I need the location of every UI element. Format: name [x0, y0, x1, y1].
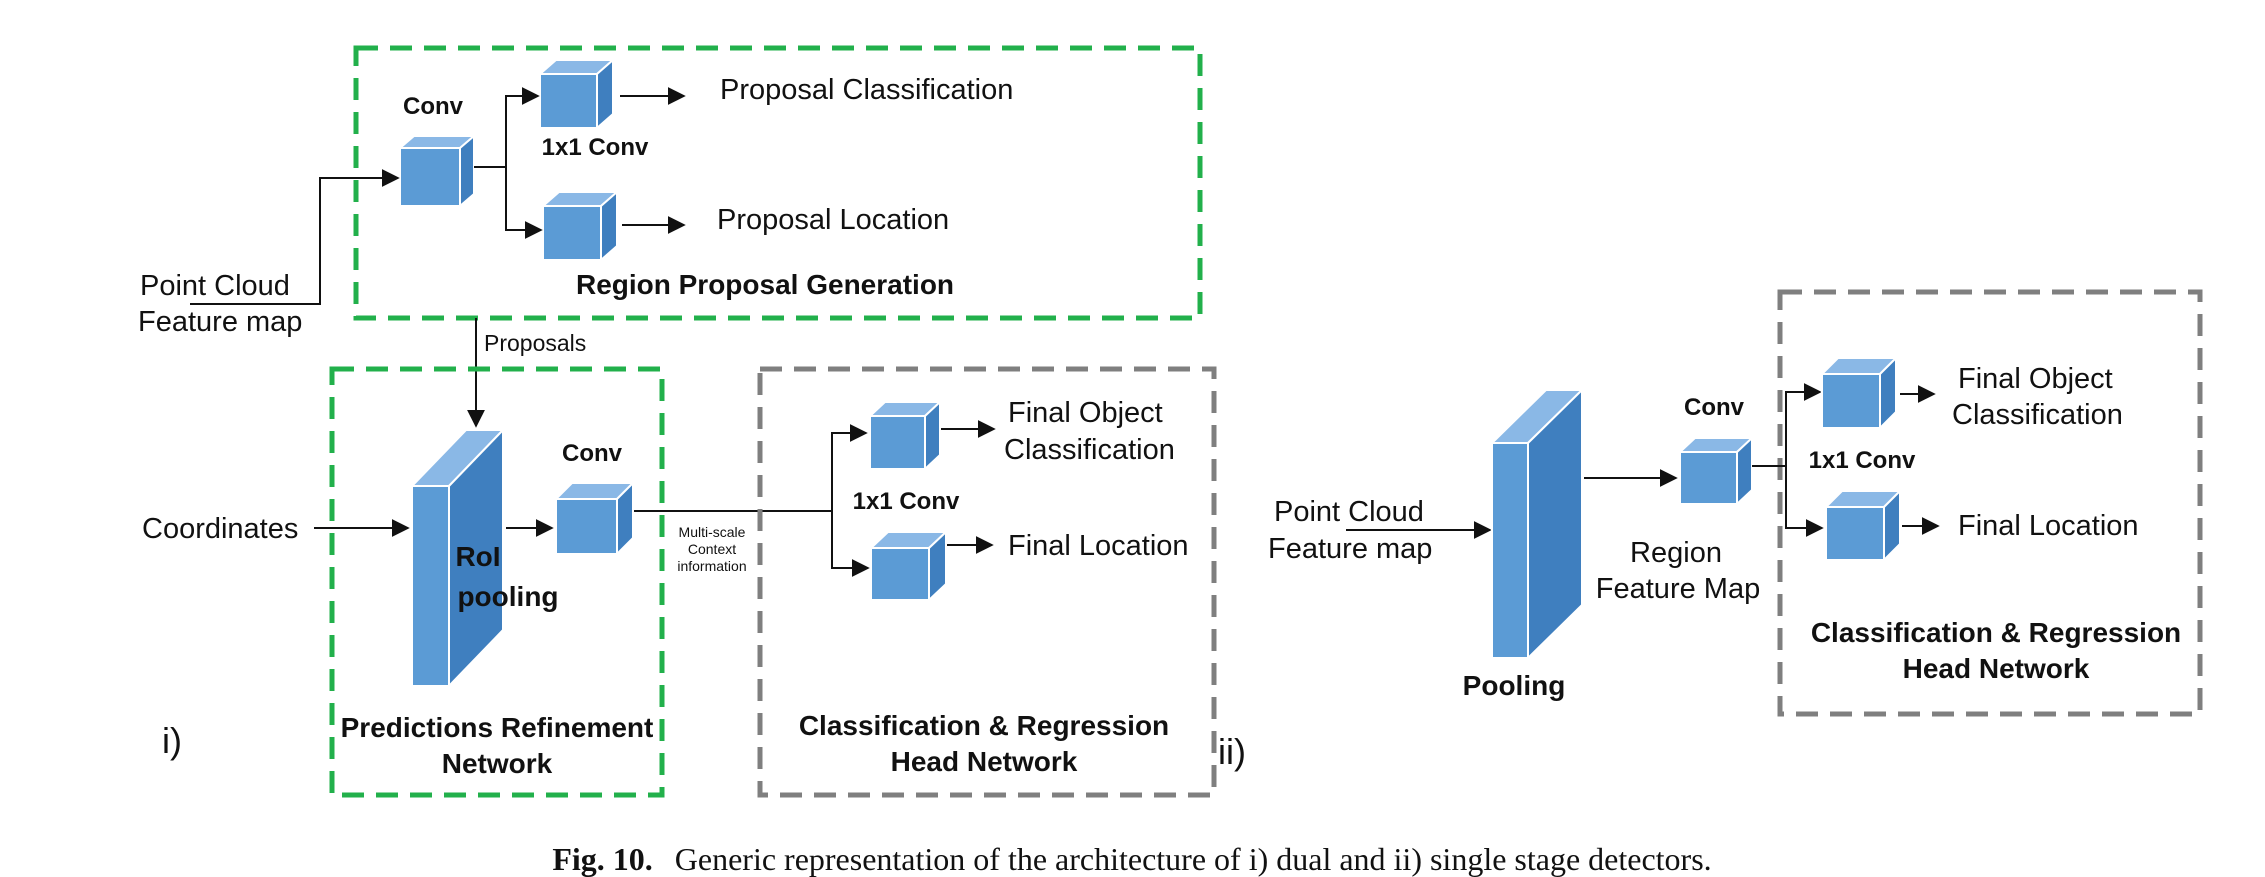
panel-ii-final-classification-line1: Final Object [1958, 363, 2113, 395]
region-feature-map-line1: Region [1630, 537, 1722, 569]
rpg-1x1-conv-cube-bottom [540, 189, 620, 263]
panel-i-head-1x1-label: 1x1 Conv [853, 488, 960, 515]
prn-title-line2: Network [442, 748, 553, 779]
panel-ii-final-classification-line2: Classification [1952, 399, 2123, 431]
panel-ii-head-cube-top [1819, 355, 1899, 431]
panel-ii-conv-cube [1677, 435, 1755, 507]
panel-i-final-classification-line1: Final Object [1008, 397, 1163, 429]
context-label-line2: Context [688, 541, 736, 557]
panel-i-input-label-line1: Point Cloud [140, 270, 290, 302]
panel-ii-head-title-line1: Classification & Regression [1811, 617, 2181, 648]
panel-ii-head-cube-bottom [1823, 488, 1903, 563]
proposals-label: Proposals [484, 330, 586, 356]
rpg-conv-label: Conv [403, 93, 464, 120]
input-to-conv-connector [190, 169, 400, 305]
panel-ii-head-title-line2: Head Network [1903, 653, 2090, 684]
region-proposal-generation-box [353, 45, 1203, 321]
panel-ii-marker: ii) [1218, 731, 1246, 772]
proposal-classification-label: Proposal Classification [720, 74, 1013, 106]
rpg-branch-connector [474, 87, 686, 239]
region-feature-map-line2: Feature Map [1596, 573, 1760, 605]
rpg-1x1-conv-cube-top [537, 57, 616, 131]
figure-caption: Fig. 10. Generic representation of the a… [552, 841, 1711, 877]
pooling-slab [1489, 387, 1585, 661]
panel-ii-head-1x1-label: 1x1 Conv [1809, 447, 1916, 474]
panel-ii-head-branch-connector [1752, 383, 1940, 537]
panel-i-head-branch-connector [831, 420, 996, 577]
figure-caption-label: Fig. 10. [552, 841, 652, 877]
panel-i-marker: i) [162, 720, 182, 761]
panel-i-input-label-line2: Feature map [138, 306, 302, 338]
coordinates-label: Coordinates [142, 513, 298, 545]
panel-i-head-title-line1: Classification & Regression [799, 710, 1169, 741]
roi-pooling-slab [409, 427, 506, 689]
prn-conv-label: Conv [562, 440, 623, 467]
pooling-label: Pooling [1463, 670, 1566, 701]
panel-ii-head-network-box [1777, 289, 2203, 717]
panel-i-final-location-label: Final Location [1008, 530, 1189, 562]
panel-ii-input-label-line1: Point Cloud [1274, 496, 1424, 528]
panel-i-head-cube-bottom [868, 529, 949, 603]
predictions-refinement-network-box [329, 366, 665, 798]
context-label-line3: information [677, 558, 746, 574]
panel-i-head-network-box [757, 366, 1217, 798]
rpg-conv-cube [397, 133, 477, 209]
prn-title-line1: Predictions Refinement [341, 712, 654, 743]
context-label-line1: Multi-scale [679, 524, 746, 540]
roi-pooling-label-line1: RoI [455, 541, 500, 572]
prn-conv-cube [553, 480, 636, 557]
panel-i-head-cube-top [867, 399, 943, 472]
figure-caption-text: Generic representation of the architectu… [675, 841, 1712, 877]
panel-ii-final-location-label: Final Location [1958, 510, 2139, 542]
panel-i-head-title-line2: Head Network [891, 746, 1078, 777]
panel-ii-input-label-line2: Feature map [1268, 533, 1432, 565]
region-proposal-generation-title: Region Proposal Generation [576, 269, 954, 300]
panel-ii-conv-label: Conv [1684, 394, 1745, 421]
rpg-1x1-conv-label: 1x1 Conv [542, 134, 649, 161]
panel-i-final-classification-line2: Classification [1004, 434, 1175, 466]
proposal-location-label: Proposal Location [717, 204, 949, 236]
roi-pooling-label-line2: pooling [457, 581, 558, 612]
